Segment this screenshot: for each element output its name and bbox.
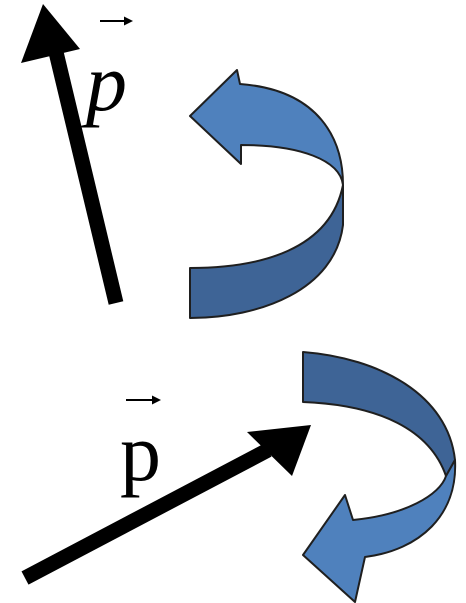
bottom-vector-overarrow: [126, 396, 161, 405]
top-panel: p: [21, 4, 343, 318]
top-momentum-symbol: p: [81, 37, 127, 128]
bottom-momentum-symbol: p: [120, 407, 161, 498]
bottom-rotation-arrow-side: [303, 352, 455, 476]
bottom-panel: p: [25, 352, 455, 602]
bottom-momentum-arrow: [25, 425, 311, 578]
bottom-rotation-arrow: [303, 352, 455, 602]
top-vector-label: p: [81, 17, 133, 129]
top-rotation-arrow-side: [190, 185, 343, 318]
bottom-rotation-arrow-face: [303, 460, 455, 602]
top-momentum-arrow-head: [21, 4, 80, 63]
top-rotation-arrow: [190, 70, 343, 318]
top-rotation-arrow-face: [190, 70, 343, 185]
top-vector-overarrow: [100, 17, 133, 26]
bottom-vector-label: p: [120, 396, 161, 499]
